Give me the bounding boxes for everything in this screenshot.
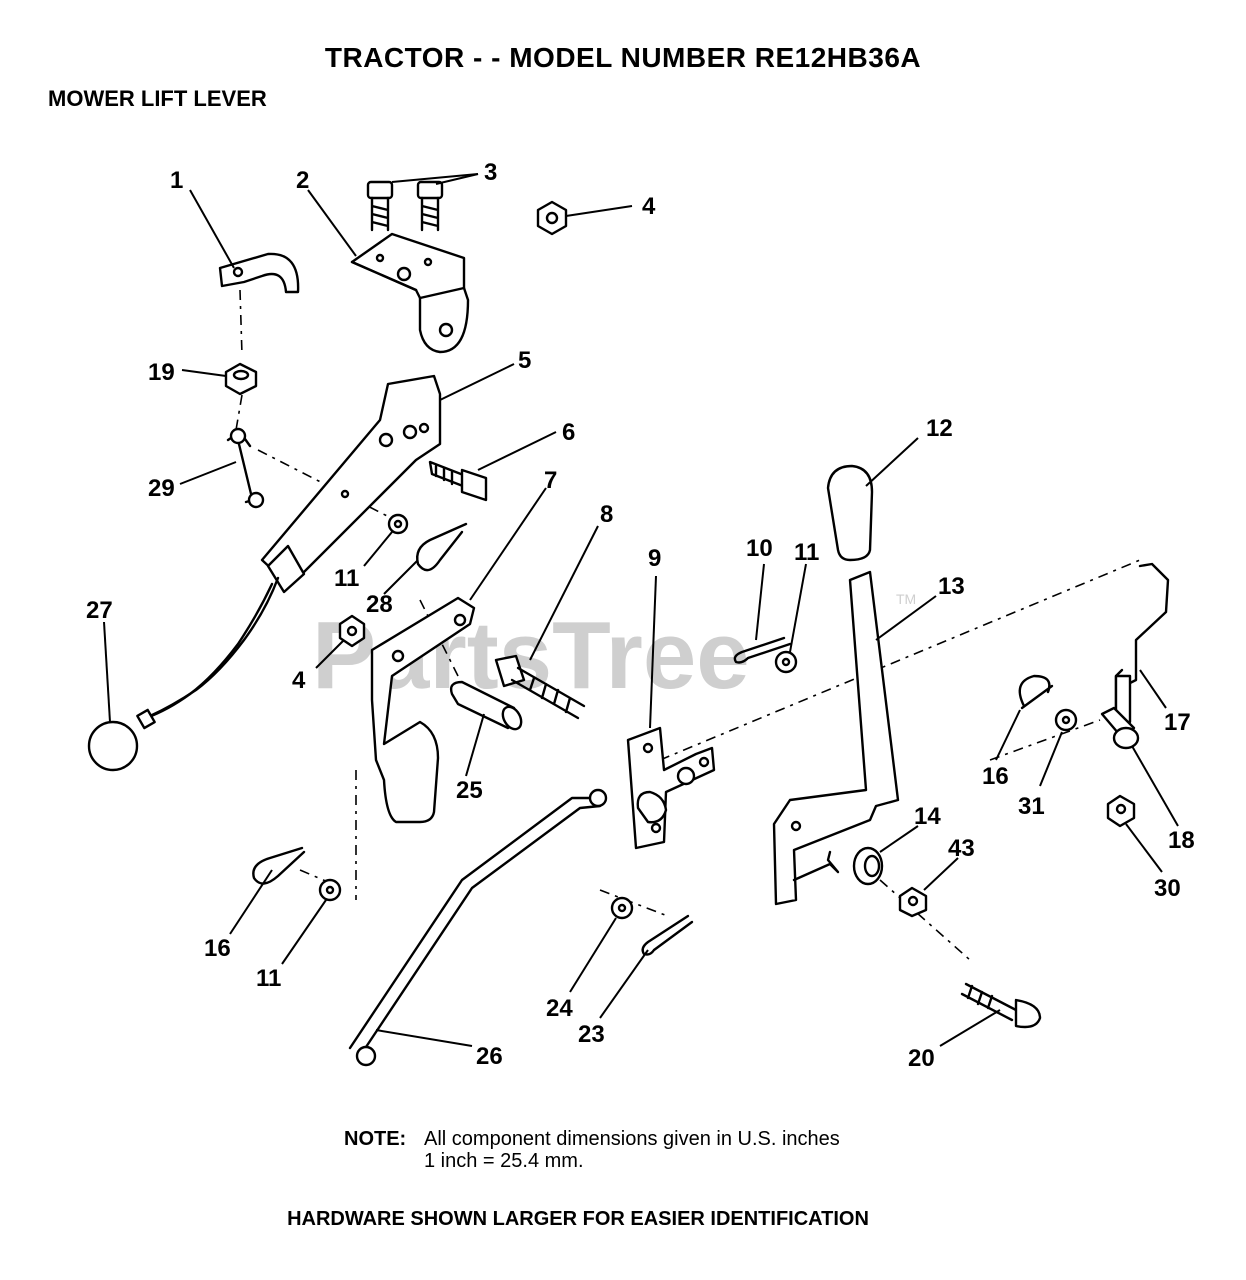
callout-1: 1 bbox=[170, 167, 183, 194]
note-label: NOTE: bbox=[344, 1128, 407, 1150]
callout-10: 10 bbox=[746, 535, 773, 562]
callout-6: 6 bbox=[562, 419, 575, 446]
part-plate bbox=[370, 596, 476, 824]
part-long-bolt bbox=[494, 654, 586, 720]
callout-leaders bbox=[103, 173, 1179, 1047]
callout-7: 7 bbox=[544, 467, 557, 494]
part-link-rod bbox=[348, 788, 608, 1067]
callout-24: 24 bbox=[546, 995, 573, 1022]
callout-2: 2 bbox=[296, 167, 309, 194]
callout-17: 17 bbox=[1164, 709, 1191, 736]
callout-8: 8 bbox=[600, 501, 613, 528]
part-nut-43 bbox=[898, 886, 928, 918]
callout-31: 31 bbox=[1018, 793, 1045, 820]
part-bushing bbox=[852, 846, 884, 886]
callout-12: 12 bbox=[926, 415, 953, 442]
part-nut bbox=[338, 200, 568, 648]
watermark-tm: TM bbox=[896, 591, 916, 607]
part-spacer bbox=[449, 680, 523, 731]
part-hairpin-clip bbox=[252, 522, 1054, 885]
part-washer bbox=[318, 513, 1078, 920]
callout-16b: 16 bbox=[204, 935, 231, 962]
note-line-2: 1 inch = 25.4 mm. bbox=[424, 1150, 584, 1172]
part-nut-30 bbox=[1106, 794, 1136, 828]
callout-5: 5 bbox=[518, 347, 531, 374]
callout-19: 19 bbox=[148, 359, 175, 386]
hardware-footer: HARDWARE SHOWN LARGER FOR EASIER IDENTIF… bbox=[287, 1208, 869, 1230]
callout-4: 4 bbox=[642, 193, 656, 220]
callout-3: 3 bbox=[484, 159, 497, 186]
callout-30: 30 bbox=[1154, 875, 1181, 902]
part-lift-arm bbox=[260, 374, 442, 594]
part-bolts bbox=[366, 180, 444, 232]
part-link bbox=[226, 427, 265, 509]
dimension-note: NOTE: All component dimensions given in U… bbox=[344, 1128, 840, 1172]
part-cotter-pin bbox=[733, 636, 792, 664]
callout-11b: 11 bbox=[334, 565, 359, 592]
callout-14: 14 bbox=[914, 803, 941, 830]
part-rod bbox=[1114, 562, 1170, 724]
diagram-subtitle: MOWER LIFT LEVER bbox=[48, 86, 267, 111]
part-bracket bbox=[350, 232, 470, 354]
callout-29: 29 bbox=[148, 475, 175, 502]
part-cable-knob bbox=[87, 576, 280, 772]
callout-28: 28 bbox=[366, 591, 393, 618]
callout-18: 18 bbox=[1168, 827, 1195, 854]
callout-23: 23 bbox=[578, 1021, 605, 1048]
part-pivot-bracket bbox=[626, 726, 716, 850]
part-pin bbox=[1100, 706, 1140, 750]
callout-20: 20 bbox=[908, 1045, 935, 1072]
callout-43: 43 bbox=[948, 835, 975, 862]
callout-4b: 4 bbox=[292, 667, 306, 694]
callout-13: 13 bbox=[938, 573, 965, 600]
part-nut-19 bbox=[224, 362, 258, 396]
callout-9: 9 bbox=[648, 545, 661, 572]
part-clip bbox=[218, 252, 300, 294]
callout-11a: 11 bbox=[794, 539, 819, 566]
note-line-1: All component dimensions given in U.S. i… bbox=[424, 1128, 840, 1150]
part-handle-grip bbox=[826, 464, 874, 562]
callout-16a: 16 bbox=[982, 763, 1009, 790]
callout-11c: 11 bbox=[256, 965, 281, 992]
page-title: TRACTOR - - MODEL NUMBER RE12HB36A bbox=[324, 42, 922, 73]
part-cotter-pin-23 bbox=[641, 914, 694, 956]
callout-26: 26 bbox=[476, 1043, 503, 1070]
part-lift-lever bbox=[772, 570, 900, 906]
callout-25: 25 bbox=[456, 777, 483, 804]
callout-27: 27 bbox=[86, 597, 113, 624]
callout-numbers: 1 2 3 4 19 5 6 29 7 12 8 9 10 11 13 11 2… bbox=[86, 159, 1195, 1072]
part-bolt-6 bbox=[428, 460, 488, 502]
part-bolt-20 bbox=[960, 982, 1042, 1029]
